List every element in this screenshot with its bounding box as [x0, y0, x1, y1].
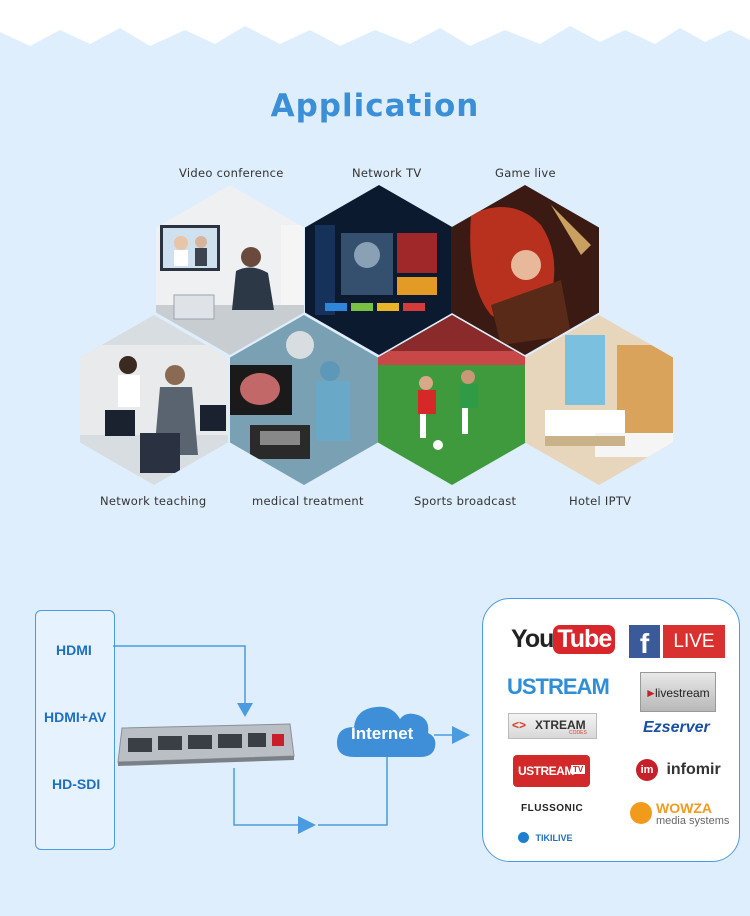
ustream-tv-badge: TV: [571, 765, 586, 774]
ustream-tv-logo: USTREAM TV: [513, 755, 590, 787]
hex-medical-treatment: [230, 315, 378, 485]
youtube-tube-text: Tube: [553, 625, 616, 654]
livestream-text: livestream: [655, 686, 710, 700]
input-sources-box: [35, 610, 115, 850]
youtube-you-text: You: [511, 625, 554, 653]
hex-game-live: [451, 185, 599, 355]
wowza-text: WOWZA: [656, 800, 712, 816]
input-hdmi-av: HDMI+AV: [44, 709, 107, 725]
tikilive-text: TIKILIVE: [535, 832, 573, 843]
xtream-sub-text: CODES: [569, 730, 587, 736]
label-hotel-iptv: Hotel IPTV: [569, 494, 632, 508]
label-medical-treatment: medical treatment: [252, 494, 364, 508]
label-sports-broadcast: Sports broadcast: [414, 494, 517, 508]
top-wave-decoration: [0, 0, 750, 46]
infomir-mark-icon: im: [636, 759, 658, 781]
livestream-mark-icon: ►: [645, 686, 657, 700]
infomir-logo: im infomir: [636, 759, 721, 781]
label-network-teaching: Network teaching: [100, 494, 207, 508]
page-title: Application: [270, 88, 480, 124]
facebook-live-text: LIVE: [663, 625, 725, 658]
infomir-text: infomir: [666, 761, 721, 778]
facebook-f-icon: f: [629, 625, 660, 659]
xtream-text: XTREAM: [535, 718, 586, 732]
internet-cloud-icon: [336, 706, 436, 757]
ustream-logo: USTREAM: [507, 674, 610, 699]
label-network-tv: Network TV: [352, 166, 422, 180]
hex-hotel-iptv: [525, 315, 673, 485]
internet-label: Internet: [351, 724, 414, 743]
encoder-device: [117, 723, 295, 766]
ezserver-logo: Ezserver: [643, 719, 710, 736]
input-hdmi: HDMI: [56, 642, 92, 658]
xtream-codes-logo: <> XTREAM CODES: [508, 713, 597, 739]
wowza-sub-text: media systems: [656, 815, 730, 827]
xtream-mark-icon: <>: [512, 718, 527, 732]
tikilive-mark-icon: [518, 832, 529, 844]
input-hd-sdi: HD-SDI: [52, 776, 101, 792]
wowza-mark-icon: [630, 802, 652, 824]
flussonic-logo: FLUSSONIC: [521, 803, 584, 814]
label-video-conference: Video conference: [179, 166, 284, 180]
tikilive-logo: TIKILIVE: [518, 829, 573, 844]
hex-network-teaching: [80, 315, 228, 485]
livestream-logo: ► livestream: [640, 672, 716, 712]
ustream-tv-name-text: USTREAM: [518, 764, 574, 778]
label-game-live: Game live: [495, 166, 556, 180]
